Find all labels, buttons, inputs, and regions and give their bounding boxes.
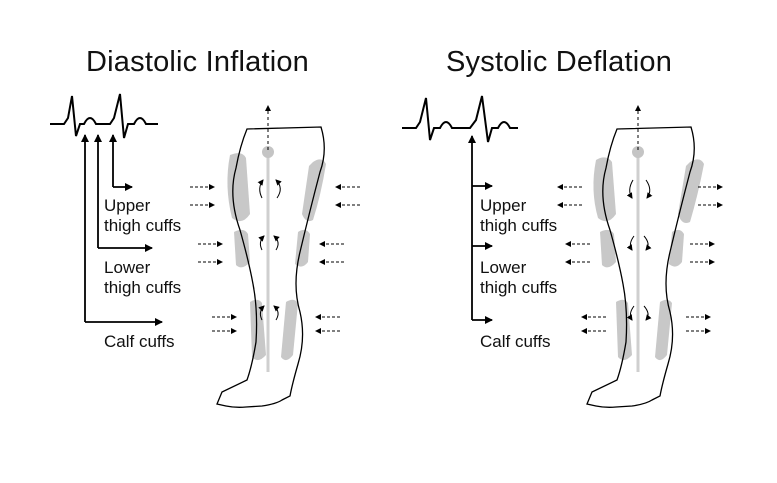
leg-illustration — [557, 105, 723, 408]
label-line: Upper — [104, 196, 151, 215]
label-lower-thigh-cuffs: Lower thigh cuffs — [104, 258, 181, 298]
label-line: thigh cuffs — [104, 278, 182, 297]
leg-outline — [586, 126, 695, 408]
flow-arrow — [643, 235, 652, 251]
label-line: Lower — [480, 258, 527, 277]
flow-arrow — [626, 305, 635, 321]
cuff-shape — [655, 299, 672, 361]
cuff-shape — [600, 229, 616, 268]
ecg-trace — [402, 95, 518, 143]
flow-arrow — [643, 305, 652, 321]
panel-systolic — [402, 95, 723, 408]
cuff-shape — [593, 157, 616, 222]
label-line: Lower — [104, 258, 151, 277]
panel-diastolic — [50, 93, 360, 407]
label-upper-thigh-cuffs: Upper thigh cuffs — [104, 196, 181, 236]
ecg-trace — [50, 93, 158, 139]
panel-title-diastolic: Diastolic Inflation — [86, 46, 310, 78]
label-line: Upper — [480, 196, 527, 215]
label-lower-thigh-cuffs: Lower thigh cuffs — [480, 258, 557, 298]
flow-arrow — [645, 179, 653, 199]
flow-arrow — [626, 179, 634, 199]
leg-illustration — [190, 106, 360, 407]
label-line: thigh cuffs — [480, 216, 558, 235]
label-line: thigh cuffs — [104, 216, 182, 235]
panel-title-systolic: Systolic Deflation — [446, 46, 673, 78]
cuff-shape — [678, 159, 704, 223]
heart-dot — [632, 146, 644, 158]
label-line: thigh cuffs — [480, 278, 558, 297]
flow-arrow — [626, 235, 635, 251]
label-upper-thigh-cuffs: Upper thigh cuffs — [480, 196, 557, 236]
label-calf-cuffs: Calf cuffs — [480, 332, 551, 351]
label-calf-cuffs: Calf cuffs — [104, 332, 175, 351]
